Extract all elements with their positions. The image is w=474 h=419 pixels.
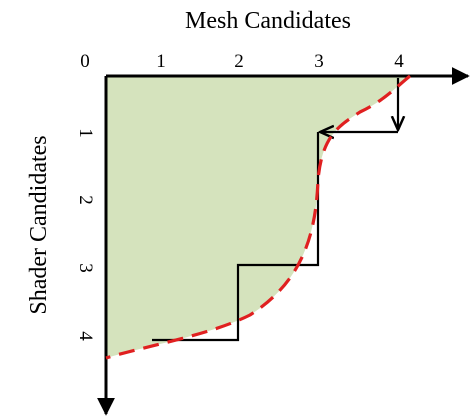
feasible-region <box>106 76 410 358</box>
y-tick-label: 4 <box>75 331 96 341</box>
x-tick-label: 1 <box>156 51 166 72</box>
y-tick-label: 3 <box>75 263 96 273</box>
origin-label: 0 <box>80 51 90 72</box>
x-tick-label: 4 <box>394 51 404 72</box>
search-path <box>152 132 320 342</box>
y-tick-label: 2 <box>75 195 96 205</box>
pareto-curve <box>105 74 411 360</box>
x-tick-label: 2 <box>234 51 244 72</box>
x-axis-title: Mesh Candidates <box>185 8 351 34</box>
x-tick-label: 3 <box>314 51 324 72</box>
y-tick-label: 1 <box>75 128 96 138</box>
y-axis-title: Shader Candidates <box>26 135 52 314</box>
